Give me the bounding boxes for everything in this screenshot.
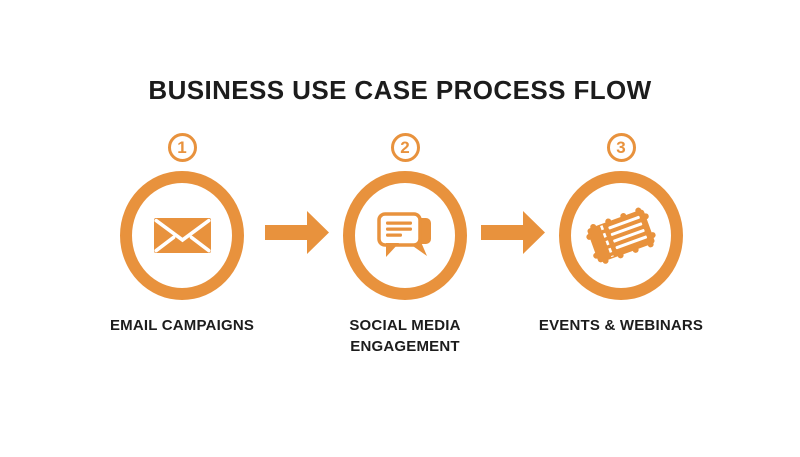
step-circle xyxy=(120,171,244,300)
step-number: 1 xyxy=(177,138,187,157)
step-email-campaigns: 1 xyxy=(92,133,272,300)
step-number-badge: 3 xyxy=(606,133,636,162)
page-title: BUSINESS USE CASE PROCESS FLOW xyxy=(148,75,652,105)
step-number-badge: 1 xyxy=(167,133,197,162)
step-label-social-media-engagement: SOCIAL MEDIA ENGAGEMENT xyxy=(349,317,461,355)
step-label-email-campaigns: EMAIL CAMPAIGNS xyxy=(109,317,255,334)
step-circle xyxy=(343,171,467,300)
step-number-badge: 2 xyxy=(390,133,420,162)
step-events-webinars: 3 xyxy=(531,133,711,300)
step-social-media-engagement: 2 xyxy=(315,133,495,300)
envelope-icon xyxy=(153,218,211,253)
step-number: 3 xyxy=(616,138,626,157)
step-circle xyxy=(559,171,683,300)
chat-bubbles-icon xyxy=(377,212,431,257)
flow-arrow-right-icon xyxy=(481,211,545,254)
flow-arrow-right-icon xyxy=(265,211,329,254)
ticket-icon xyxy=(586,207,656,264)
step-label-events-webinars: EVENTS & WEBINARS xyxy=(538,317,704,334)
step-number: 2 xyxy=(400,138,410,157)
